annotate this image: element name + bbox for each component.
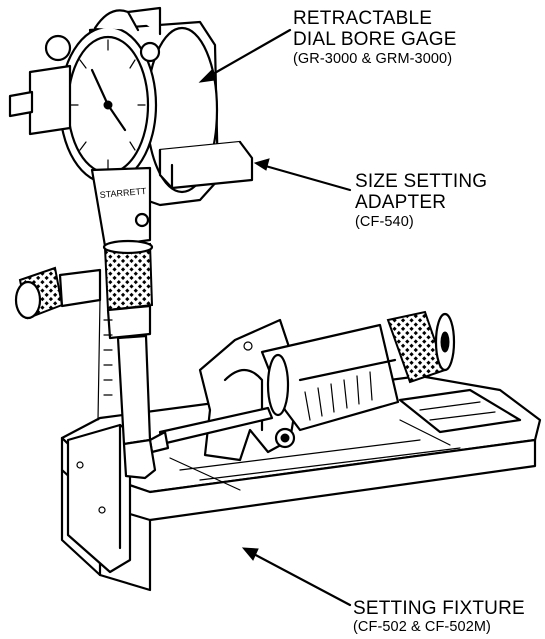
callout-fixture-line1: SETTING FIXTURE [353,598,525,619]
callout-adapter-part: (CF-540) [355,213,414,230]
callout-gage-line2: DIAL BORE GAGE [293,29,457,51]
callout-gage-line1: RETRACTABLE [293,8,433,29]
setting-fixture [60,374,542,592]
callout-gage-part: (GR-3000 & GRM-3000) [293,50,453,67]
leader-lines [198,28,352,607]
svg-text:STARRETT: STARRETT [99,186,147,200]
callout-fixture-part: (CF-502 & CF-502M) [353,619,491,636]
callout-adapter-line1: SIZE SETTING [355,171,488,192]
callout-setting-fixture: SETTING FIXTURE (CF-502 & CF-502M) [353,598,525,636]
micrometer-head [148,310,456,462]
dial-bore-gage: STARRETT [8,6,254,480]
callout-adapter-line2: ADAPTER [355,192,447,214]
callout-size-setting-adapter: SIZE SETTING ADAPTER (CF-540) [355,171,487,230]
callout-dial-bore-gage: RETRACTABLE DIAL BORE GAGE (GR-3000 & GR… [293,8,457,67]
